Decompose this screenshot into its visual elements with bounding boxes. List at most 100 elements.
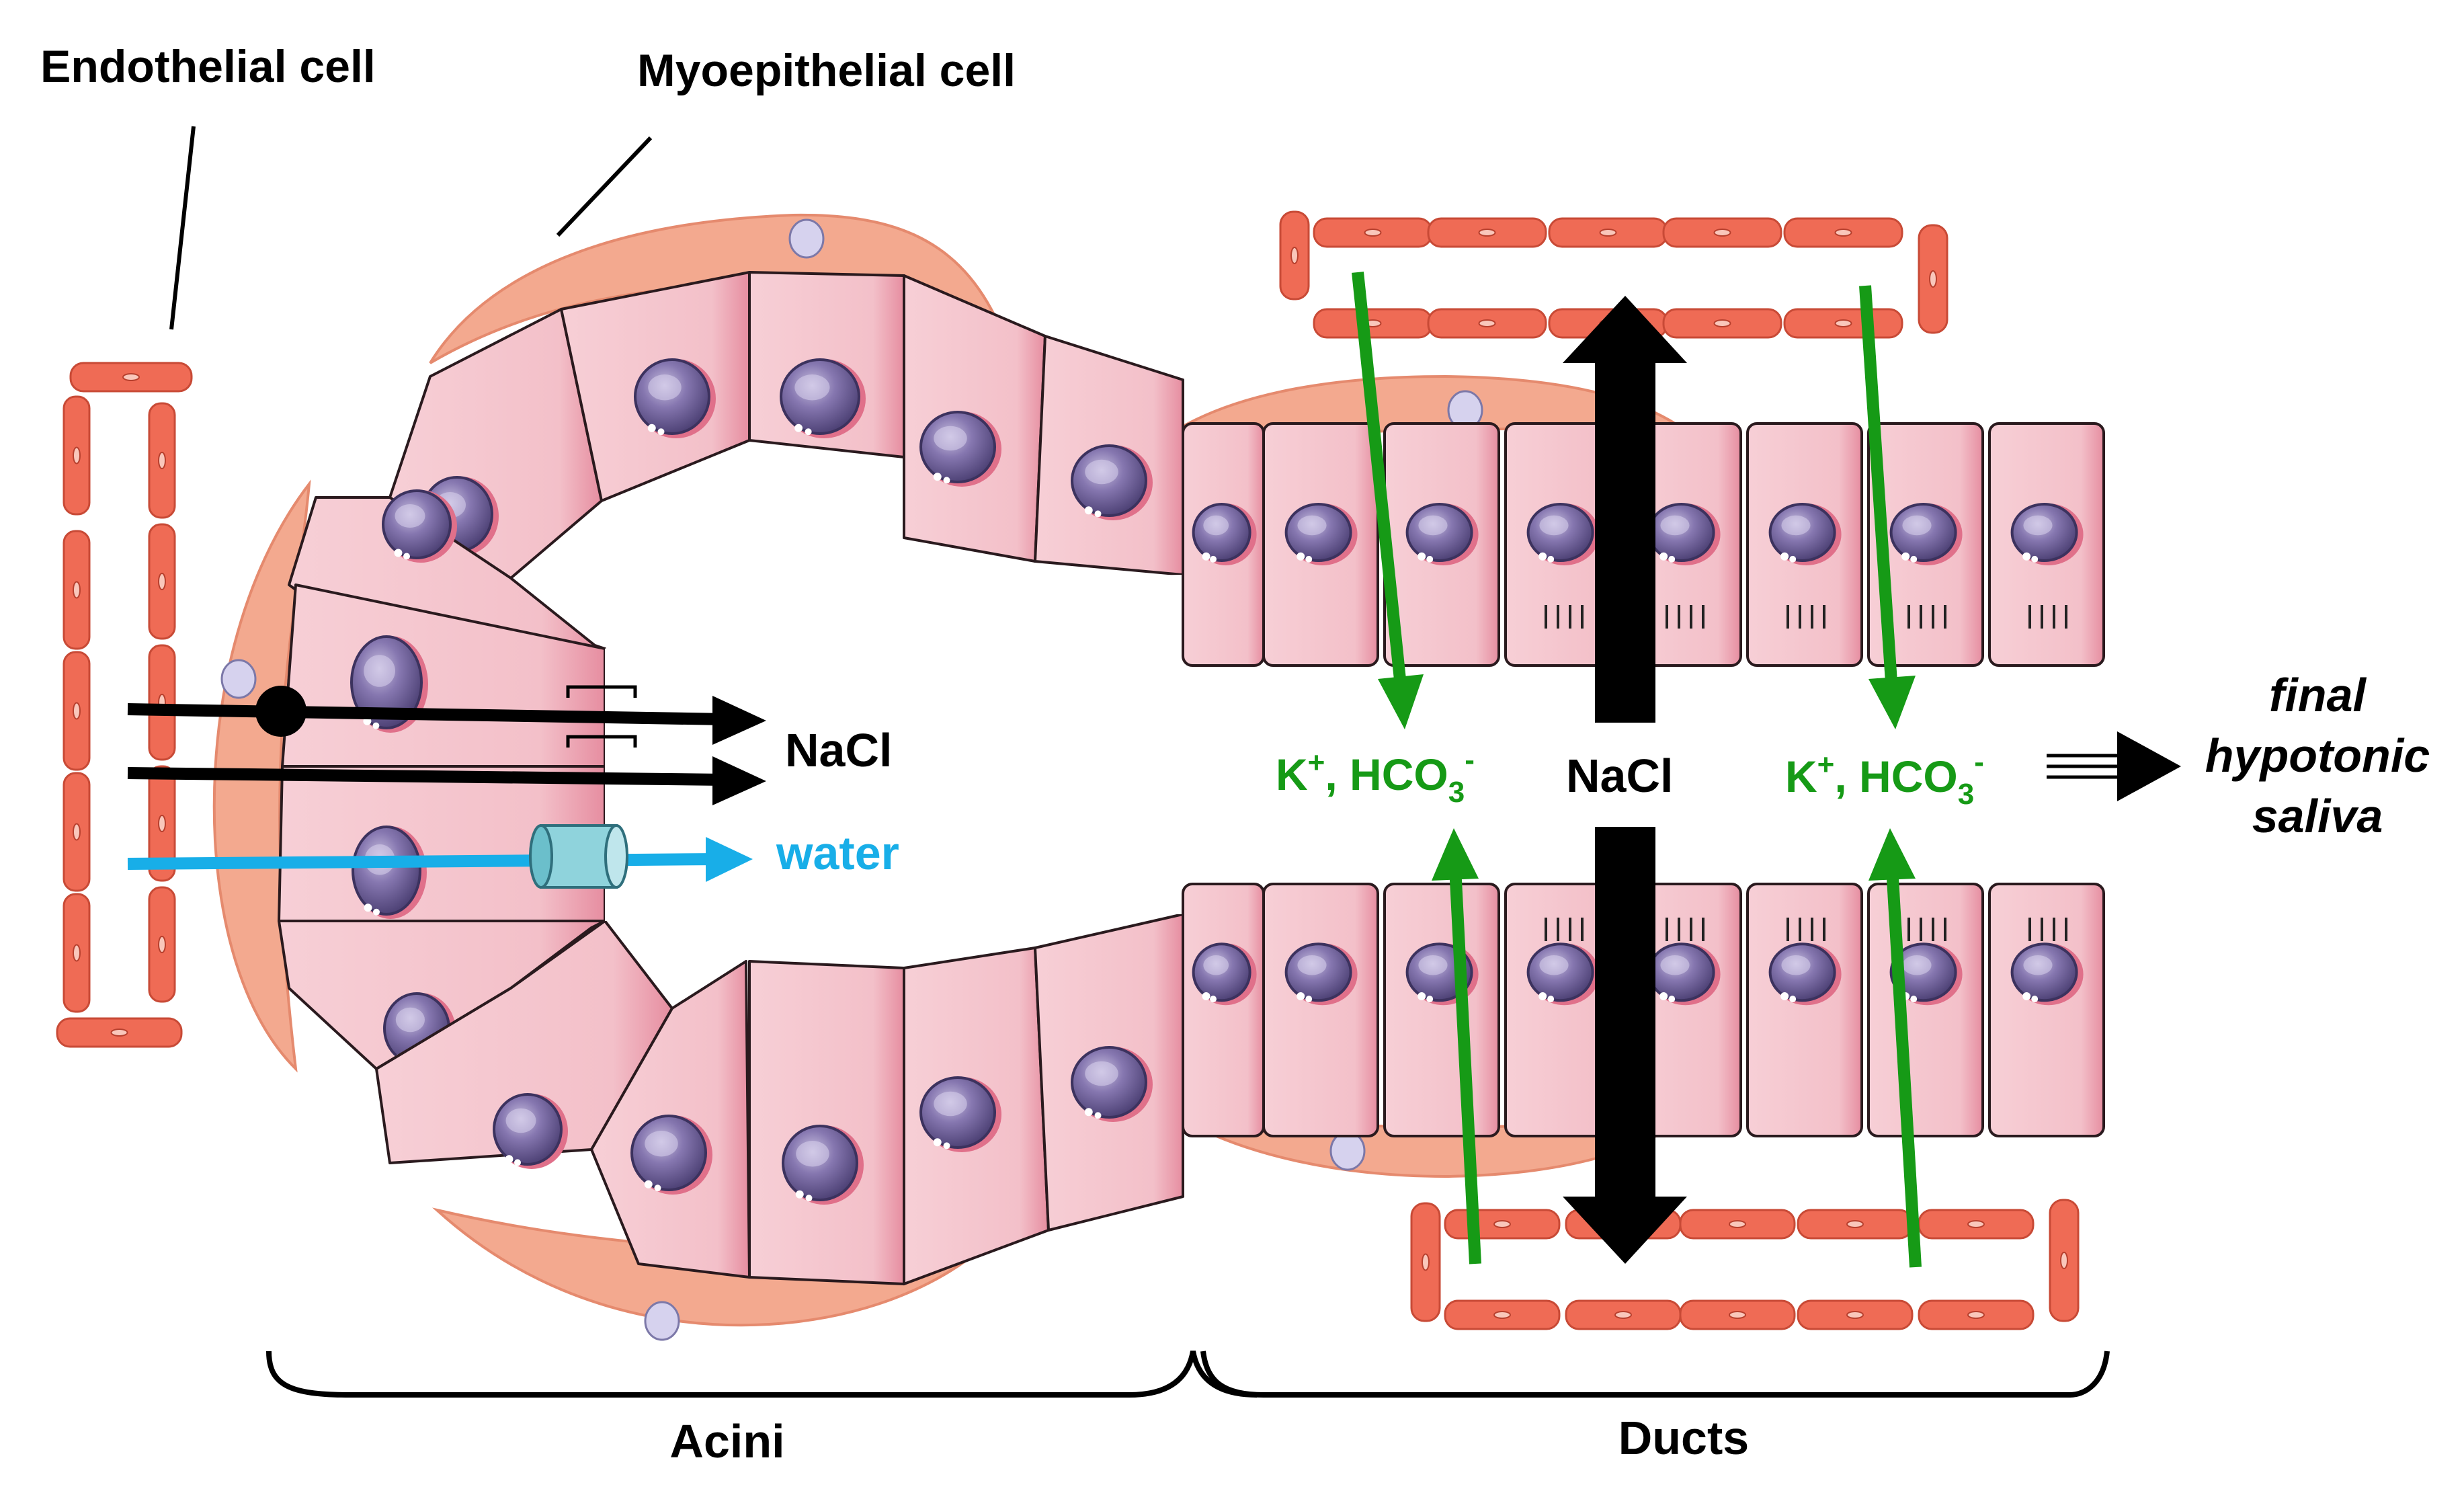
myoepithelial-cell-top [429,213,998,364]
final-saliva-line3: saliva [2252,790,2383,842]
endothelial-duct-bottom-upper-4 [1918,1209,2035,1240]
acinar-nucleus-7 [352,826,427,919]
endothelial-cell-inner-1 [148,523,176,640]
acini-transport [127,685,766,889]
endothelial-duct-top-upper-3 [1662,217,1782,248]
k-hco3-left-hco: , HCO [1325,750,1448,799]
myoepithelial-nucleus-bottom [644,1301,680,1341]
acinar-cell-1 [560,271,751,502]
nacl-reabsorption-arrow-up [1563,296,1687,723]
duct-cell-top-nucleus-1 [1284,503,1358,565]
acinar-nucleus-11 [782,1125,864,1205]
endothelial-cell-inner-4 [148,886,176,1003]
k-hco3-left-label: K+, HCO3- [1276,743,1475,809]
endothelial-cell-inner-2 [148,644,176,761]
endothelial-duct-bottom-lower-4 [1918,1299,2035,1330]
endothelial-duct-top-upper-0 [1313,217,1433,248]
endothelial-duct-top-upper-2 [1548,217,1668,248]
ducts-brace [1200,1351,2110,1398]
endothelial-duct-top-left [1279,210,1310,300]
k-hco3-left-plus: + [1308,746,1325,779]
endothelial-cell-outer-2 [63,651,91,771]
green-arrow-2-down [1859,285,1898,693]
green-arrow-2-up-head [1868,828,1916,881]
acinar-nucleus-1 [634,358,716,438]
endothelial-duct-top-upper-1 [1427,217,1547,248]
endothelial-duct-bottom-lower-2 [1679,1299,1796,1330]
endothelial-capillary-left [56,362,193,1048]
endothelial-cell-outer-0 [63,395,91,516]
duct-cell-top-1 [1262,422,1379,667]
nacl-arrow-2 [127,767,727,786]
k-hco3-right-label: K+, HCO3- [1785,746,1984,811]
endothelial-duct-bottom-lower-1 [1565,1299,1682,1330]
acinar-nucleus-12 [919,1076,1001,1152]
duct-cell-top-5 [1746,422,1863,667]
nacl-acini-label: NaCl [785,724,892,776]
endothelial-duct-bottom-upper-0 [1444,1209,1561,1240]
duct-cell-top-nucleus-2 [1405,503,1479,565]
acinar-nucleus-13 [1071,1046,1153,1122]
duct-cell-top-2 [1383,422,1500,667]
acinar-nucleus-5 [382,489,457,563]
endothelial-cell-label: Endothelial cell [40,41,376,92]
water-label: water [776,827,899,879]
endothelial-duct-bottom-left [1410,1202,1441,1322]
acinus-lumen [605,575,1183,922]
duct-cell-bottom-nucleus-3 [1526,942,1600,1006]
final-saliva-line2: hypotonic [2205,729,2430,782]
acinar-nucleus-9 [493,1093,568,1169]
endothelial-cell-bottom [56,1017,183,1048]
endothelial-cell-top [69,362,193,393]
k-hco3-right-hco: , HCO [1834,752,1957,801]
duct-cell-top-3 [1504,422,1621,667]
nacl-arrow-1-head [712,696,766,745]
duct-cell-bottom-nucleus-1 [1284,942,1358,1006]
final-saliva-arrow [2047,731,2181,801]
acini-label: Acini [669,1415,784,1467]
green-arrow-1-up-head [1432,828,1479,881]
acinar-cell-12 [903,947,1050,1285]
endothelial-duct-bottom-upper-3 [1797,1209,1914,1240]
duct-cell-top-0 [1182,422,1265,667]
green-arrow-1-up [1449,867,1481,1264]
ion-channel-bracket-top [566,685,637,698]
duct-cell-top-nucleus-7 [2010,503,2084,565]
acinar-nucleus-2 [780,358,866,438]
endothelial-cell-outer-4 [63,893,91,1013]
duct-cells-top [1182,422,2105,667]
endothelial-duct-top-lower-0 [1313,308,1433,339]
acinar-cells [278,271,1184,1285]
endothelial-cell-inner-0 [148,402,176,519]
acinar-cell-13 [1034,913,1184,1232]
acinar-cell-3 [903,274,1046,563]
nacl-arrow-1 [127,703,727,725]
endothelial-cell-outer-3 [63,772,91,892]
duct-cell-bottom-nucleus-4 [1647,942,1721,1006]
green-arrow-2-up [1886,867,1922,1268]
duct-cell-bottom-3 [1504,883,1621,1137]
duct-cell-top-nucleus-3 [1526,503,1600,565]
endothelial-duct-top-right [1918,224,1948,334]
myoepithelial-leader-line [556,136,653,237]
ducts-label: Ducts [1618,1412,1749,1464]
duct-cell-bottom-nucleus-6 [1889,942,1963,1006]
green-arrow-1-down [1352,272,1407,693]
water-arrow-head [706,837,753,882]
endothelial-cell-inner-3 [148,765,176,882]
acinar-cell-2 [748,271,905,458]
endothelial-duct-bottom-lower-0 [1444,1299,1561,1330]
endothelial-capillary-duct-bottom [1410,1199,2080,1330]
duct-cell-top-7 [1988,422,2105,667]
k-hco3-right-sub: 3 [1958,778,1974,811]
endothelial-leader-line [169,126,196,330]
green-arrow-2-down-head [1868,676,1916,729]
k-hco3-right-k: K [1785,752,1817,801]
acinar-cell-9 [375,920,673,1169]
acinar-nucleus-3 [919,411,1001,487]
nacl-ducts-label: NaCl [1566,750,1673,802]
nacl-reabsorption-arrow-down [1563,827,1687,1264]
cotransporter [255,686,306,737]
